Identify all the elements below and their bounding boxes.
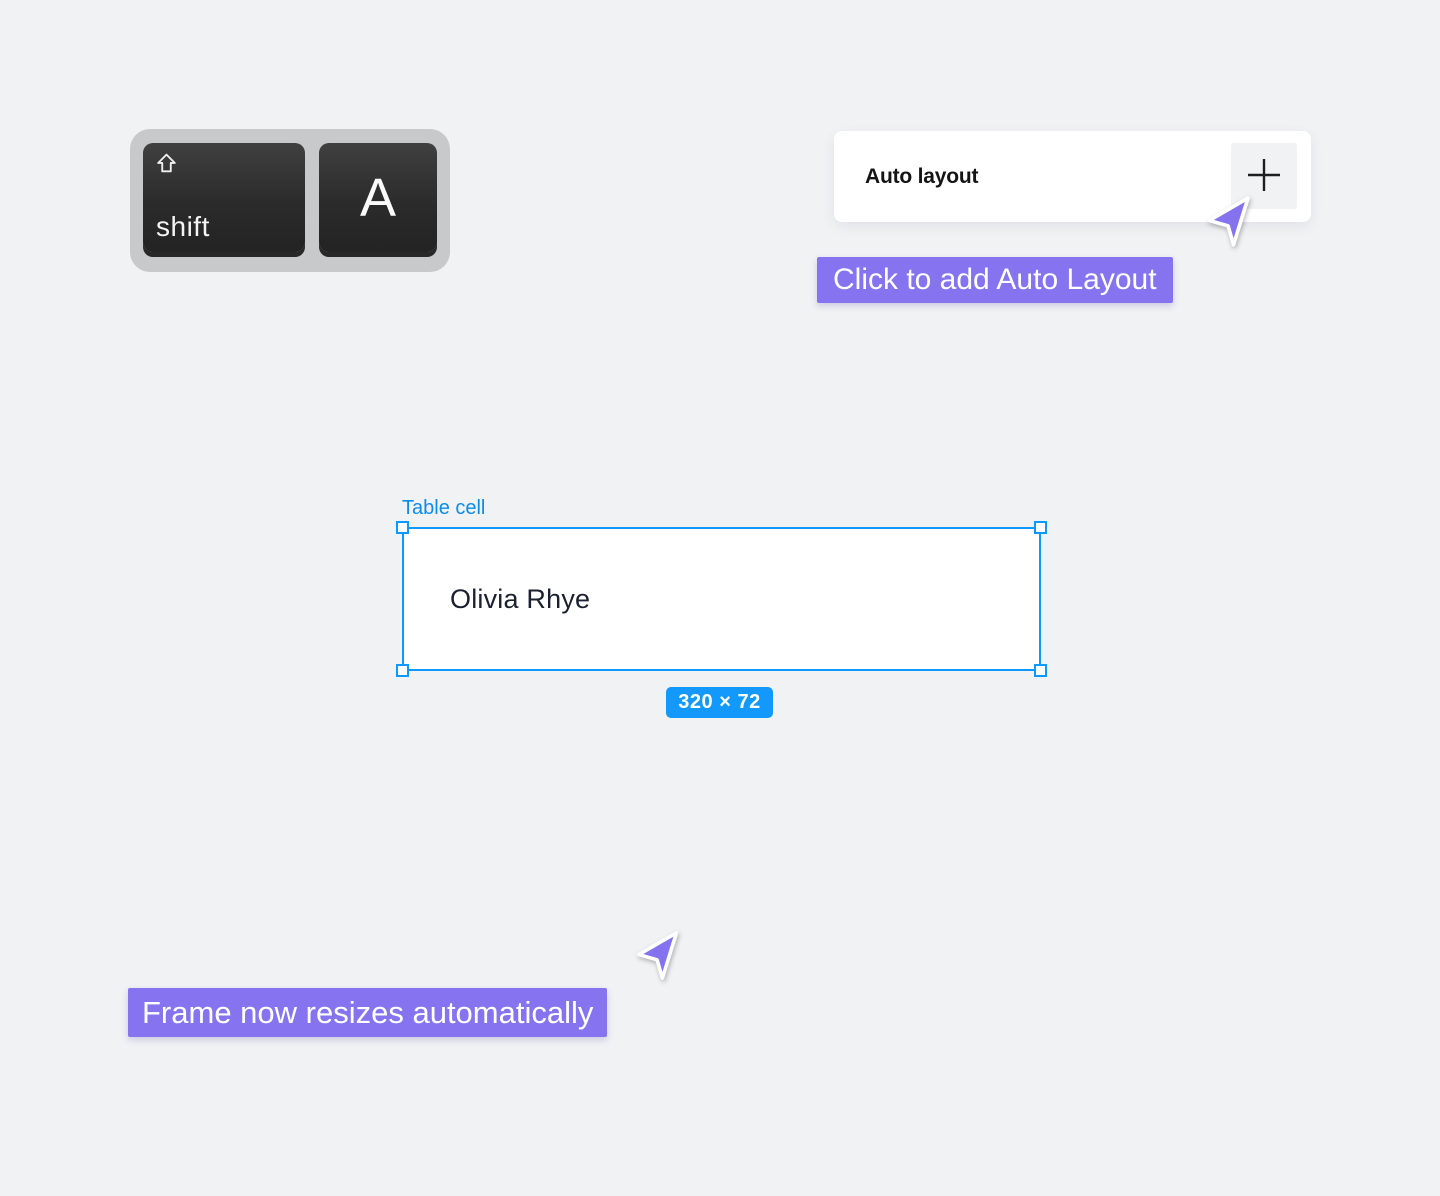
selection-handle-sw[interactable] — [396, 664, 409, 677]
frame-name-label[interactable]: Table cell — [402, 497, 486, 519]
auto-layout-panel-title: Auto layout — [865, 164, 979, 188]
add-auto-layout-button[interactable] — [1231, 143, 1297, 209]
selected-frame-table-cell[interactable]: Olivia Rhye — [396, 521, 1047, 677]
selection-handle-ne[interactable] — [1034, 521, 1047, 534]
size-badge: 320 × 72 — [666, 687, 773, 718]
selection-handle-se[interactable] — [1034, 664, 1047, 677]
cursor-arrow-icon — [626, 925, 692, 996]
shift-arrow-icon — [154, 151, 179, 181]
plus-icon — [1245, 156, 1283, 197]
selection-handle-nw[interactable] — [396, 521, 409, 534]
key-a: A — [319, 143, 437, 252]
callout-frame-resizes: Frame now resizes automatically — [128, 988, 608, 1037]
keyboard-shortcut-tray: shift A — [130, 129, 450, 272]
auto-layout-panel: Auto layout — [834, 131, 1311, 222]
a-key-label: A — [359, 167, 397, 228]
cursor-arrow-icon — [1196, 190, 1264, 263]
callout-add-auto-layout: Click to add Auto Layout — [817, 257, 1173, 303]
shift-key-label: shift — [156, 211, 210, 242]
key-shift: shift — [143, 143, 305, 252]
cell-text: Olivia Rhye — [450, 583, 591, 614]
